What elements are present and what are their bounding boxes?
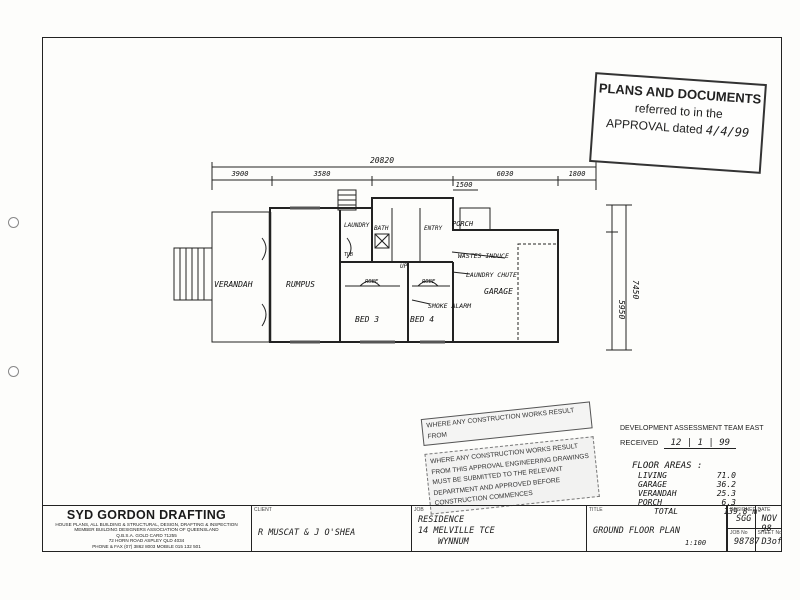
firm-block: SYD GORDON DRAFTING HOUSE PLANS, ALL BUI… [42, 506, 252, 552]
council-notice-stamp: WHERE ANY CONSTRUCTION WORKS RESULT FROM… [420, 401, 600, 515]
dim-d4: 1500 [456, 181, 473, 189]
client-label: CLIENT [254, 507, 272, 513]
designed-value: SGG [736, 514, 752, 524]
firm-line: PHONE & FAX (07) 3862 8003 MOBILE 015 13… [92, 543, 201, 549]
dim-overall: 20820 [370, 156, 394, 165]
assessment-received: RECEIVED 12 | 1 | 99 [620, 438, 764, 449]
title-label: TITLE [589, 507, 603, 513]
room-porch: PORCH [452, 220, 474, 228]
note-smoke-alarm: SMOKE ALARM [428, 302, 472, 310]
room-up: UP [400, 263, 408, 270]
room-verandah: VERANDAH [214, 280, 253, 289]
designed-cell: DESIGNED SGG [727, 506, 756, 529]
room-robe1: ROBE [365, 279, 379, 285]
job-line: WYNNUM [438, 537, 469, 547]
jobno-cell: JOB No 98787 [727, 529, 760, 552]
firm-name: SYD GORDON DRAFTING [66, 508, 227, 522]
approval-stamp: PLANS AND DOCUMENTS referred to in the A… [589, 72, 767, 174]
job-line: 14 MELVILLE TCE [418, 526, 495, 536]
firm-line: Q.B.S.A. GOLD CARD 71255 [116, 532, 177, 538]
firm-line: HOUSE PLANS, ALL BUILDING & STRUCTURAL, … [55, 522, 238, 527]
stamp-signature: 4/4/99 [705, 122, 750, 140]
drawing-title: GROUND FLOOR PLAN [593, 526, 680, 536]
date-value: NOV 98 [761, 514, 777, 534]
room-garage: GARAGE [484, 287, 513, 296]
note-wastes: WASTES INDUCE [458, 252, 509, 260]
title-block: SYD GORDON DRAFTING HOUSE PLANS, ALL BUI… [42, 505, 782, 552]
jobno-value: 98787 [734, 537, 760, 547]
dim-d2: 3580 [313, 170, 331, 178]
sheet-value: D3of [761, 537, 782, 547]
date-cell: DATE NOV 98 [754, 506, 782, 534]
job-line: RESIDENCE [418, 515, 465, 525]
assessment-team: DEVELOPMENT ASSESSMENT TEAM EAST [620, 425, 764, 432]
dim-right1: 7450 [631, 280, 640, 299]
received-value: 12 | 1 | 99 [664, 438, 737, 449]
meta-cell: DESIGNED SGG DATE NOV 98 JOB No 98787 SH… [727, 506, 782, 552]
client-cell: CLIENT R MUSCAT & J O'SHEA [252, 506, 412, 552]
firm-line: 72 HORN ROAD ASPLEY QLD 4034 [108, 538, 185, 544]
sheet-cell: SHEET No D3of [754, 529, 783, 552]
room-rumpus: RUMPUS [286, 280, 315, 289]
room-entry: ENTRY [424, 225, 442, 232]
room-bed3: BED 3 [355, 315, 379, 324]
room-bed4: BED 4 [410, 315, 434, 324]
title-cell: TITLE GROUND FLOOR PLAN 1:100 [587, 506, 727, 552]
dim-d5: 1800 [569, 170, 586, 178]
assessment-stamp: DEVELOPMENT ASSESSMENT TEAM EAST RECEIVE… [620, 425, 764, 449]
punch-hole [8, 366, 19, 377]
job-label: JOB [414, 507, 424, 513]
drawing-sheet [42, 37, 782, 552]
room-tub: TUB [344, 252, 353, 258]
dim-d1: 3900 [231, 170, 249, 178]
firm-line: MEMBER BUILDING DESIGNERS ASSOCIATION OF… [74, 527, 219, 533]
job-cell: JOB RESIDENCE 14 MELVILLE TCE WYNNUM [412, 506, 587, 552]
stamp-line3-text: APPROVAL dated [605, 116, 704, 137]
note-laundry-chute: LAUNDRY CHUTE [466, 271, 517, 279]
floor-areas-title: FLOOR AREAS : [632, 461, 703, 471]
received-label: RECEIVED [620, 438, 659, 447]
dim-d3: 6030 [497, 170, 514, 178]
dim-right2: 5950 [617, 300, 626, 319]
drawing-scale: 1:100 [685, 539, 707, 547]
room-laundry: LAUNDRY [344, 222, 370, 229]
client-value: R MUSCAT & J O'SHEA [258, 528, 356, 538]
room-bath: BATH [374, 225, 389, 232]
punch-hole [8, 217, 19, 228]
room-robe2: ROBE [422, 279, 436, 285]
